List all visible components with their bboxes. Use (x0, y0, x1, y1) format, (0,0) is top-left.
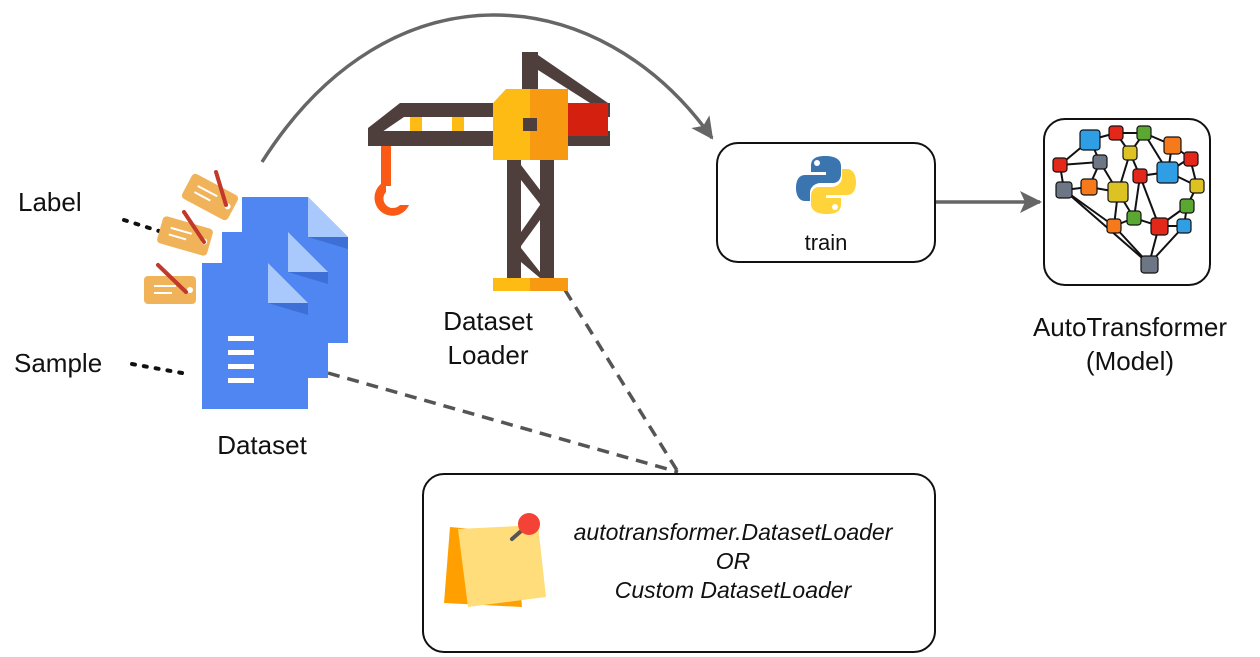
note-line1: autotransformer.DatasetLoader (573, 519, 893, 545)
crane-icon (368, 52, 610, 291)
note-box: autotransformer.DatasetLoader OR Custom … (422, 473, 936, 653)
train-text: train (804, 230, 848, 255)
dataset-text: Dataset (217, 430, 307, 460)
note-line2: OR (715, 548, 751, 574)
neural-network-nodes (1052, 125, 1205, 274)
tag-icon (181, 170, 239, 221)
dataset-loader-label: Dataset Loader (418, 304, 558, 372)
loader-callout-line (563, 289, 680, 473)
label-connector (122, 218, 164, 234)
note-text: autotransformer.DatasetLoader OR Custom … (560, 518, 906, 605)
note-line3: Custom DatasetLoader (614, 577, 852, 603)
model-label: AutoTransformer (Model) (1012, 310, 1248, 378)
model-line1: AutoTransformer (1032, 312, 1228, 342)
sticky-note-icon (444, 513, 546, 607)
tag-icon (157, 210, 213, 256)
tag-icon (144, 263, 196, 304)
sample-text: Sample (14, 348, 103, 378)
train-box: train (716, 142, 936, 263)
dataset-callout-line (327, 371, 679, 474)
label-text: Label (18, 187, 82, 217)
document-stack-icon (202, 197, 348, 409)
dataset-loader-line2: Loader (447, 340, 529, 370)
model-line2: (Model) (1085, 346, 1175, 376)
sample-connector (130, 362, 184, 375)
dataset-to-train-arrow (260, 13, 714, 163)
model-box (1043, 118, 1211, 286)
python-icon (796, 156, 856, 214)
dataset-loader-line1: Dataset (443, 306, 533, 336)
